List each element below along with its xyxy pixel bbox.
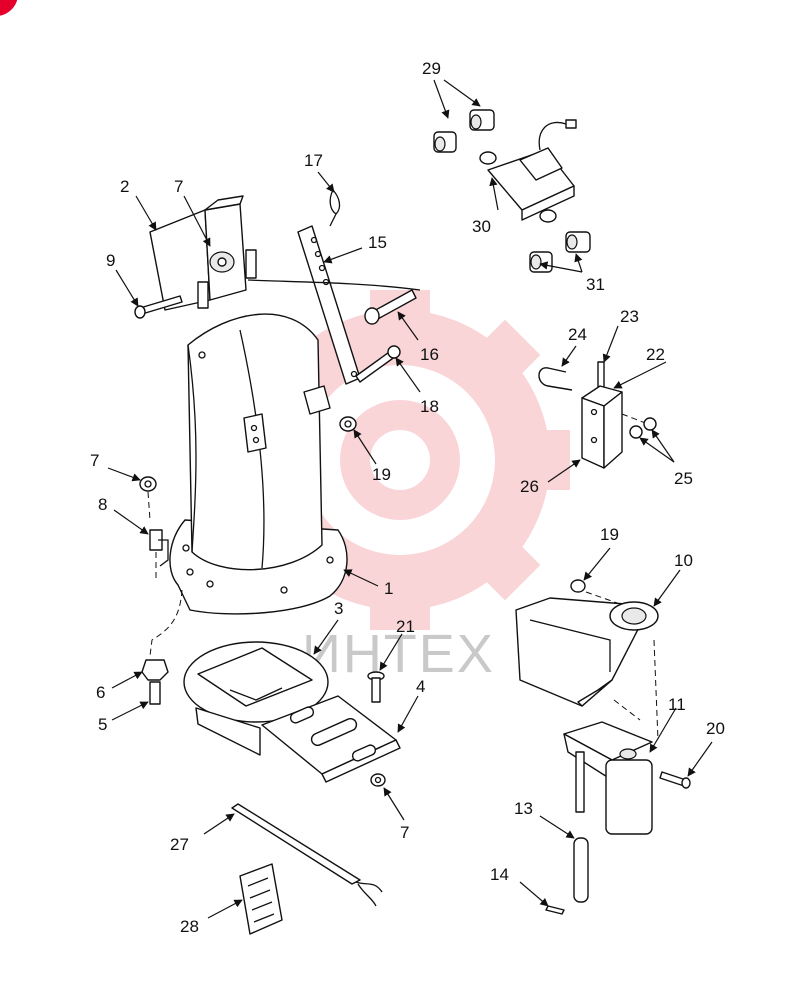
callout-18: 18 xyxy=(420,397,439,416)
callout-26: 26 xyxy=(520,477,539,496)
callout-10: 10 xyxy=(674,551,693,570)
callout-30: 30 xyxy=(472,217,491,236)
callout-25: 25 xyxy=(674,469,693,488)
callout-7-bottom: 7 xyxy=(400,823,409,842)
part-7-nut-upper xyxy=(139,476,157,492)
part-24-u-bolt xyxy=(538,367,573,391)
part-11-motor-bracket xyxy=(563,721,653,835)
callout-15: 15 xyxy=(368,233,387,252)
part-20-bolt xyxy=(659,771,691,789)
part-30-actuator xyxy=(479,119,577,223)
callout-24: 24 xyxy=(568,325,587,344)
callout-7-left: 7 xyxy=(90,451,99,470)
callout-8: 8 xyxy=(98,495,107,514)
part-19-nut xyxy=(339,416,357,432)
callout-1: 1 xyxy=(384,579,393,598)
callout-28: 28 xyxy=(180,917,199,936)
callout-20: 20 xyxy=(706,719,725,738)
callout-17: 17 xyxy=(304,151,323,170)
part-14-roll-pin xyxy=(545,905,565,915)
callout-16: 16 xyxy=(420,345,439,364)
part-19-nut-lower xyxy=(570,579,586,593)
part-28-module xyxy=(239,863,283,935)
callout-31: 31 xyxy=(586,275,605,294)
guide-line-right xyxy=(585,591,659,741)
part-5-bolt xyxy=(149,681,161,705)
part-27-cable xyxy=(231,803,383,907)
callout-27: 27 xyxy=(170,835,189,854)
part-18-bolt xyxy=(355,345,401,383)
callout-3: 3 xyxy=(334,599,343,618)
callout-13: 13 xyxy=(514,799,533,818)
part-31-bushings xyxy=(529,231,591,273)
callout-23: 23 xyxy=(620,307,639,326)
watermark-text: ИНТЕХ xyxy=(302,624,495,684)
callout-9: 9 xyxy=(106,251,115,270)
callout-6: 6 xyxy=(96,683,105,702)
part-22-block xyxy=(581,385,623,469)
part-23-pin xyxy=(597,361,605,389)
part-1-chute xyxy=(169,313,348,615)
callout-11: 11 xyxy=(668,695,686,714)
part-6-nut xyxy=(141,659,169,681)
callout-5: 5 xyxy=(98,715,107,734)
callout-7-top: 7 xyxy=(174,177,183,196)
callout-4: 4 xyxy=(416,677,425,696)
part-8-bolt xyxy=(149,529,169,567)
guide-line-left xyxy=(147,491,183,657)
part-9-bolt xyxy=(134,295,183,319)
part-21-bolt xyxy=(367,671,385,703)
callout-14: 14 xyxy=(490,865,509,884)
leader-lines xyxy=(107,79,713,919)
part-13-pin xyxy=(573,837,589,903)
part-3-hopper xyxy=(183,641,329,756)
part-16-pin xyxy=(364,289,417,325)
callout-labels: 29 2 7 17 15 9 30 31 16 24 23 22 18 19 7… xyxy=(90,59,725,936)
callout-19-lower: 19 xyxy=(600,525,619,544)
part-7-nut-lower xyxy=(370,773,386,787)
callout-19-upper: 19 xyxy=(372,465,391,484)
part-4-plate xyxy=(261,695,401,783)
callout-29: 29 xyxy=(422,59,441,78)
callout-2: 2 xyxy=(120,177,129,196)
corner-badge xyxy=(0,0,18,16)
part-2-bracket xyxy=(149,195,257,311)
callout-21: 21 xyxy=(396,617,415,636)
part-17-cotter-pin xyxy=(329,189,341,227)
part-25-nuts xyxy=(629,417,657,439)
part-10-housing xyxy=(515,597,659,707)
callout-22: 22 xyxy=(646,345,665,364)
part-29-bushings xyxy=(433,109,495,153)
